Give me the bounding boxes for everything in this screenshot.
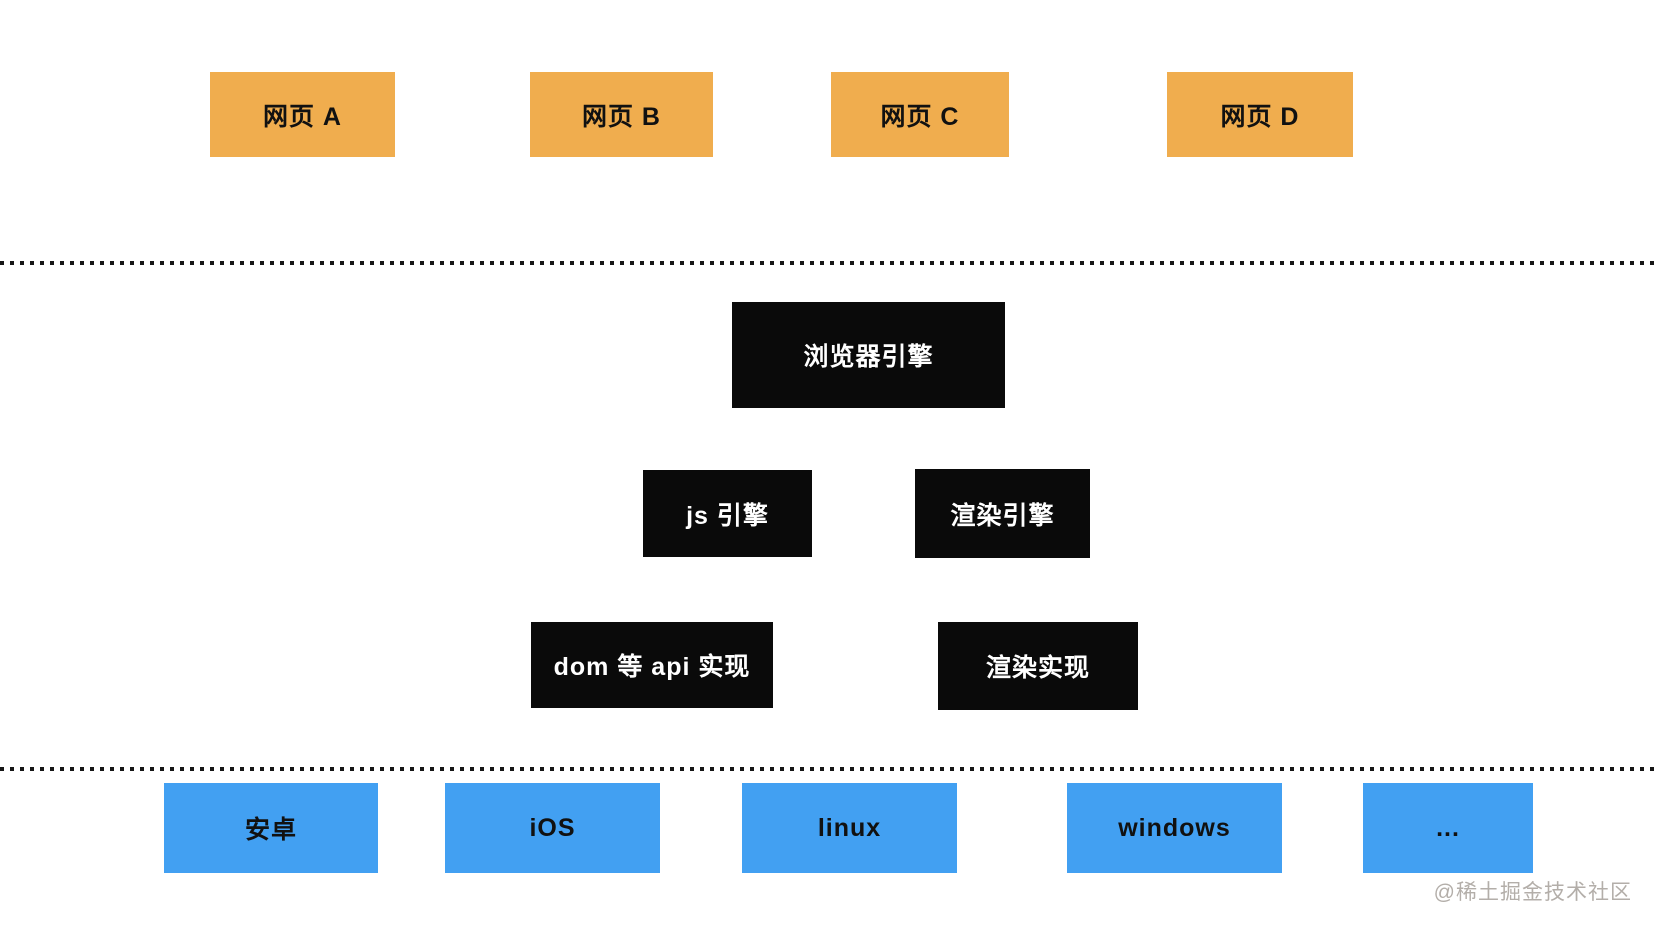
platform-linux-box: linux xyxy=(742,783,957,873)
platform-ios-box: iOS xyxy=(445,783,660,873)
browser-engine-box: 浏览器引擎 xyxy=(732,302,1005,408)
render-engine-box: 渲染引擎 xyxy=(915,469,1090,558)
webpage-a-box: 网页 A xyxy=(210,72,395,157)
platform-android-box: 安卓 xyxy=(164,783,378,873)
dotted-separator-top xyxy=(0,261,1656,265)
webpage-b-box: 网页 B xyxy=(530,72,713,157)
platform-windows-box: windows xyxy=(1067,783,1282,873)
webpage-c-box: 网页 C xyxy=(831,72,1009,157)
render-impl-box: 渲染实现 xyxy=(938,622,1138,710)
js-engine-box: js 引擎 xyxy=(643,470,812,557)
webpage-d-box: 网页 D xyxy=(1167,72,1353,157)
watermark: @稀土掘金技术社区 xyxy=(1433,881,1632,904)
dotted-separator-bottom xyxy=(0,767,1656,771)
platform-ellipsis-box: ... xyxy=(1363,783,1533,873)
dom-api-impl-box: dom 等 api 实现 xyxy=(531,622,773,708)
